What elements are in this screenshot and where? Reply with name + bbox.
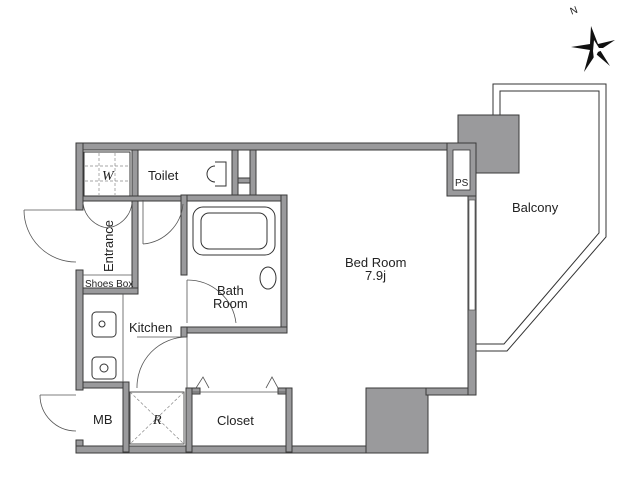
bath-room-label-2: Room [213,296,248,311]
fixtures [83,151,277,445]
entrance-label: Entrance [101,220,116,272]
ps-label: PS [455,178,469,189]
bedroom-size-label: 7.9j [365,268,386,283]
bath-room-label-1: Bath [217,283,244,298]
balcony-label: Balcony [512,200,559,215]
mb-label: MB [93,412,113,427]
balcony-railing [476,83,607,352]
refrigerator-label: R [152,413,162,428]
doors [23,200,286,432]
toilet-label: Toilet [148,168,179,183]
kitchen-label: Kitchen [129,320,172,335]
shoes-box-label: Shoes Box [85,279,133,290]
outer-walls [75,114,520,454]
compass-icon [571,26,615,72]
bedroom-label: Bed Room [345,255,406,270]
washer-label: W [102,169,115,184]
closet-label: Closet [217,413,254,428]
interior-walls [82,149,293,453]
compass-north-label: N [569,5,580,18]
